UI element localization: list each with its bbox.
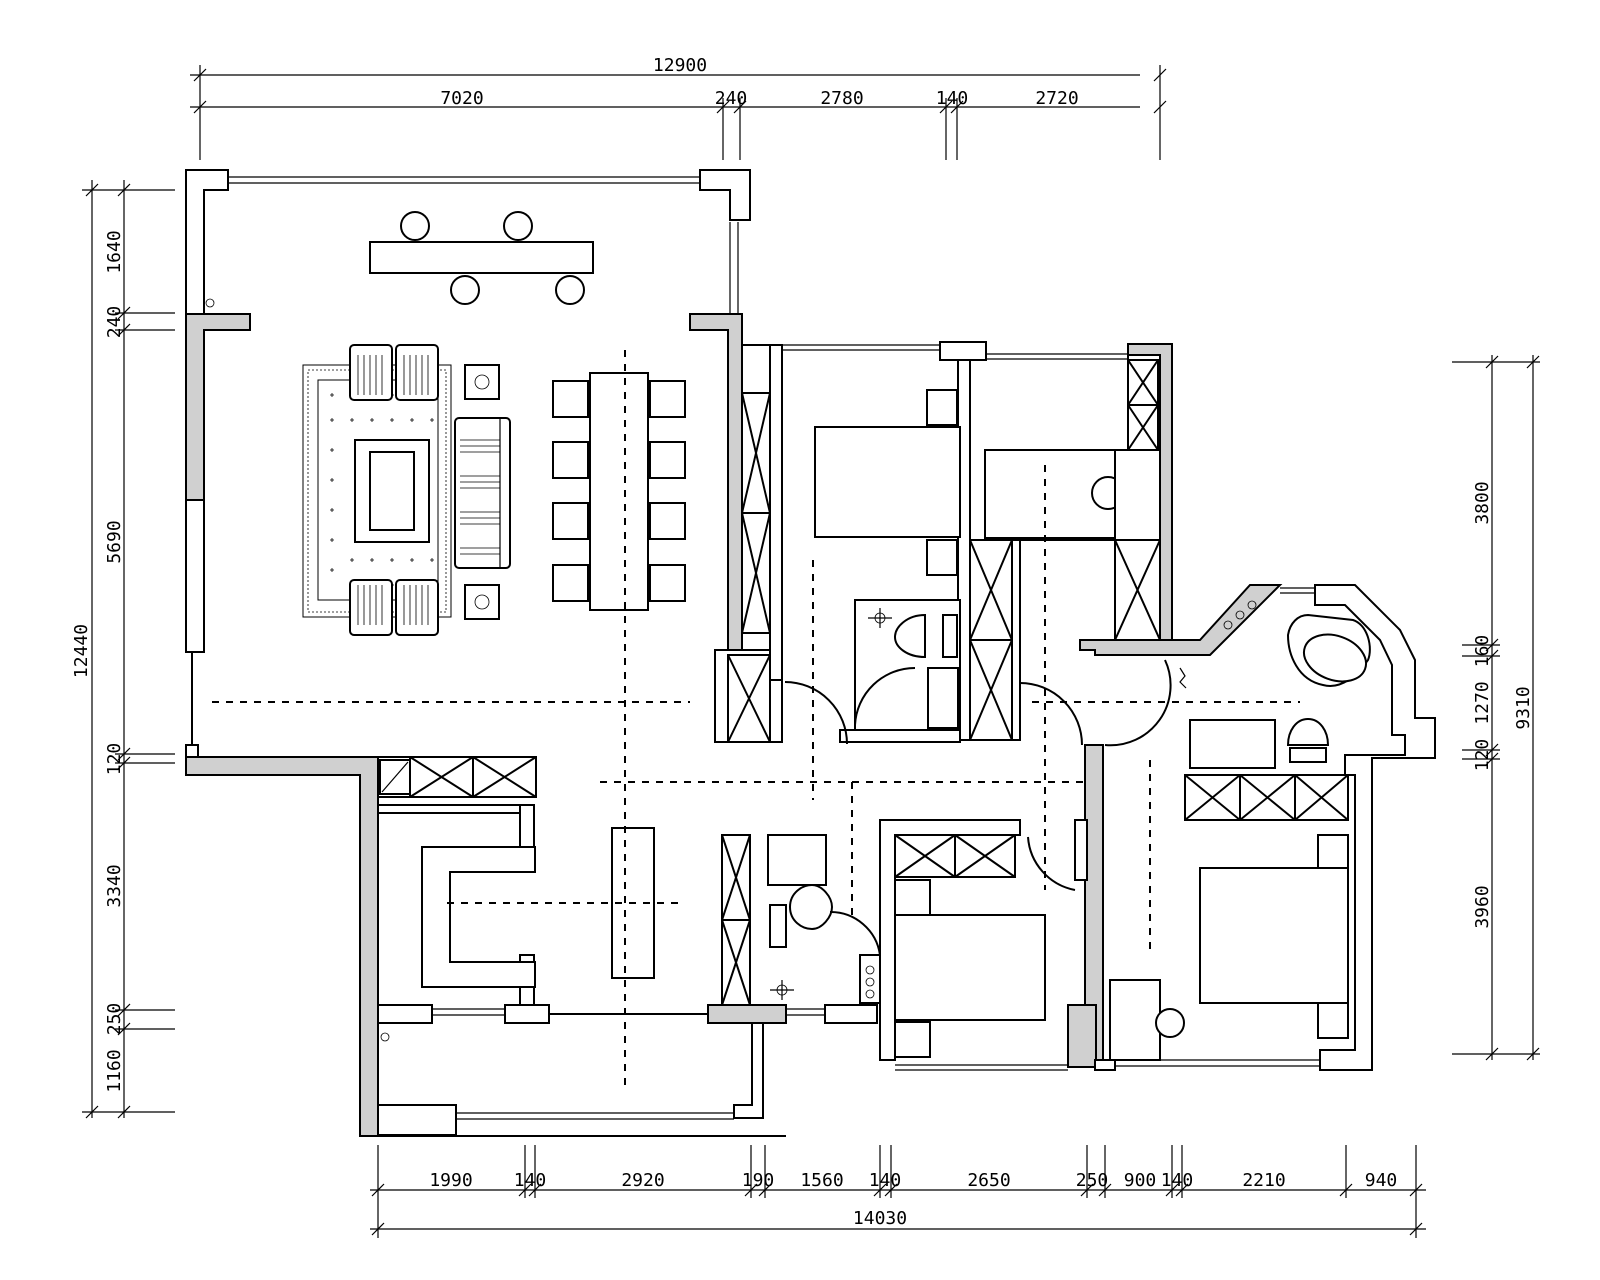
dim-left-1: 1640 (104, 230, 125, 273)
wardrobes (377, 359, 1349, 1006)
dim-bottom-2: 140 (514, 1170, 547, 1191)
dim-top-2: 240 (715, 88, 748, 109)
dim-top-4: 140 (936, 88, 969, 109)
dim-right-5: 3960 (1472, 885, 1493, 928)
dim-top-3: 2780 (820, 88, 863, 109)
dim-left-7: 1160 (104, 1049, 125, 1092)
dim-bottom-3: 2920 (621, 1170, 664, 1191)
dim-bottom-5: 1560 (800, 1170, 843, 1191)
dim-left-6: 250 (104, 1003, 125, 1036)
bedroom-2-bed (894, 879, 1046, 1058)
dim-bottom-10: 140 (1161, 1170, 1194, 1191)
dining-table-top (369, 211, 594, 305)
dimension-right: 3800 160 1270 120 3960 9310 (1452, 355, 1540, 1061)
dim-bottom-11: 2210 (1242, 1170, 1285, 1191)
living-room-sofa-set (302, 344, 511, 636)
dim-left-4: 120 (104, 743, 125, 776)
dimension-bottom: 1990 140 2920 190 1560 140 2650 250 900 … (370, 1145, 1426, 1238)
dim-top-1: 7020 (440, 88, 483, 109)
drain-marker-top (205, 298, 215, 308)
dim-left-5: 3340 (104, 864, 125, 907)
dim-right-3: 1270 (1472, 681, 1493, 724)
kitchen (421, 827, 655, 988)
bathroom-2 (767, 834, 881, 1004)
dim-right-1: 3800 (1472, 481, 1493, 524)
master-desk (1109, 979, 1185, 1061)
axis-lines (212, 350, 1300, 1085)
dim-left-3: 5690 (104, 520, 125, 563)
bedroom-1-bed (814, 389, 961, 576)
drain-marker-bottom (380, 1032, 390, 1042)
dimension-top: 12900 7020 240 2780 140 2720 (190, 55, 1167, 160)
dim-bottom-4: 190 (742, 1170, 775, 1191)
dim-bottom-7: 2650 (967, 1170, 1010, 1191)
dining-table-main (552, 372, 686, 611)
laundry-area (984, 449, 1161, 541)
dim-bottom-8: 250 (1076, 1170, 1109, 1191)
dimension-left: 12440 1640 240 5690 120 3340 250 1160 (71, 180, 175, 1119)
master-bed (1199, 834, 1349, 1039)
dim-left-2: 240 (104, 306, 125, 339)
dim-top-total: 12900 (653, 55, 707, 76)
dim-bottom-12: 940 (1365, 1170, 1398, 1191)
dim-top-5: 2720 (1035, 88, 1078, 109)
bathroom-1 (854, 599, 961, 731)
dim-bottom-9: 900 (1124, 1170, 1157, 1191)
dim-right-4: 120 (1472, 739, 1493, 772)
dim-right-total: 9310 (1513, 686, 1534, 729)
dim-bottom-total: 14030 (853, 1208, 907, 1229)
dim-right-2: 160 (1472, 635, 1493, 668)
dim-bottom-6: 140 (869, 1170, 902, 1191)
dim-bottom-1: 1990 (429, 1170, 472, 1191)
dim-left-total: 12440 (71, 624, 92, 678)
master-bathroom (1189, 600, 1371, 769)
